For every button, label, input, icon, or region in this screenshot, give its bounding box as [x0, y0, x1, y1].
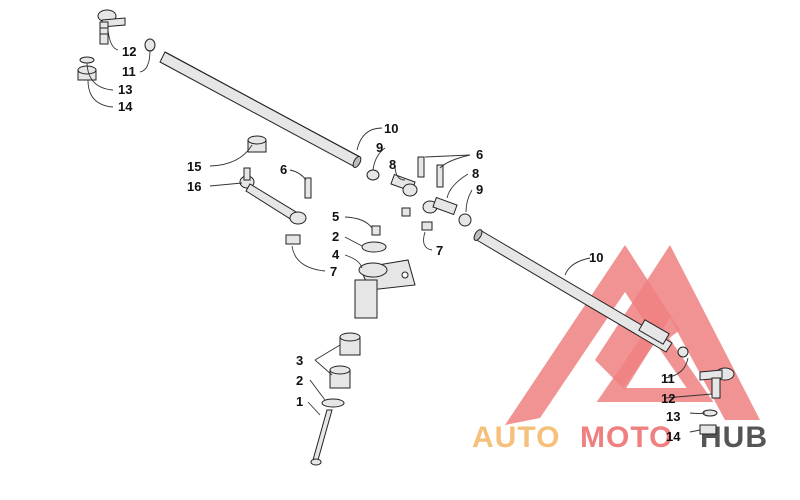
callout-8-right: 8	[472, 166, 479, 181]
callout-14-top: 14	[118, 99, 133, 114]
nut-11-bottom	[677, 346, 689, 358]
column-housing	[354, 279, 378, 319]
callout-2-top: 2	[332, 229, 339, 244]
callout-labels: 12 11 13 14 10 9 8 6 8 9 7 10 15 16 6 5 …	[118, 44, 681, 444]
watermark-triangle-inner	[596, 317, 714, 402]
tie-rod-lower	[473, 229, 673, 353]
callout-15: 15	[187, 159, 201, 174]
bushing-15	[247, 135, 267, 153]
callout-7-left: 7	[330, 264, 337, 279]
ball-joint-8-center	[390, 173, 418, 217]
link-arm-16	[239, 167, 307, 225]
nut-7-left	[285, 234, 301, 245]
bolt-6-center	[417, 156, 425, 178]
callout-9-center: 9	[376, 140, 383, 155]
tie-rod-end-bottom-right	[699, 367, 735, 399]
callout-6-left: 6	[280, 162, 287, 177]
nut-9-right	[458, 213, 472, 227]
watermark-auto: AUTO	[472, 421, 560, 454]
callout-8-center: 8	[389, 157, 396, 172]
bolt-6-left	[304, 177, 312, 199]
callout-1: 1	[296, 394, 303, 409]
ball-joint-8-right	[421, 196, 458, 231]
tie-rod-upper	[159, 51, 362, 168]
washer-2-top	[361, 241, 387, 253]
callout-13-bottom: 13	[666, 409, 680, 424]
bushing-3-lower	[329, 365, 351, 389]
callout-13-top: 13	[118, 82, 132, 97]
nut-14-bottom	[699, 424, 717, 435]
callout-9-right: 9	[476, 182, 483, 197]
tie-rod-end-top-left	[97, 9, 126, 45]
callout-10-upper: 10	[384, 121, 398, 136]
nut-9-center	[366, 169, 380, 181]
callout-4: 4	[332, 247, 340, 262]
callout-11-top: 11	[122, 64, 136, 79]
bushing-3-upper	[339, 332, 361, 356]
callout-3: 3	[296, 353, 303, 368]
callout-5: 5	[332, 209, 339, 224]
callout-16: 16	[187, 179, 201, 194]
callout-2-bottom: 2	[296, 373, 303, 388]
callout-10-lower: 10	[589, 250, 603, 265]
washer-2-bottom	[321, 398, 345, 408]
watermark-triangle-left	[505, 245, 680, 425]
bolt-1	[310, 409, 333, 466]
callout-11-bottom: 11	[661, 371, 675, 386]
leader-lines	[86, 29, 713, 433]
watermark-logo: AUTO MOTO HUB	[472, 245, 767, 454]
bolt-6-right	[436, 164, 444, 188]
callout-6-right: 6	[476, 147, 483, 162]
callout-14-bottom: 14	[666, 429, 681, 444]
callout-12-top: 12	[122, 44, 136, 59]
nut-5	[371, 225, 381, 236]
callout-12-bottom: 12	[661, 391, 675, 406]
watermark-moto: MOTO	[580, 421, 673, 454]
washer-13-top	[79, 56, 95, 64]
nut-11-top	[144, 38, 156, 52]
callout-7-right: 7	[436, 243, 443, 258]
washer-13-bottom	[702, 409, 718, 417]
